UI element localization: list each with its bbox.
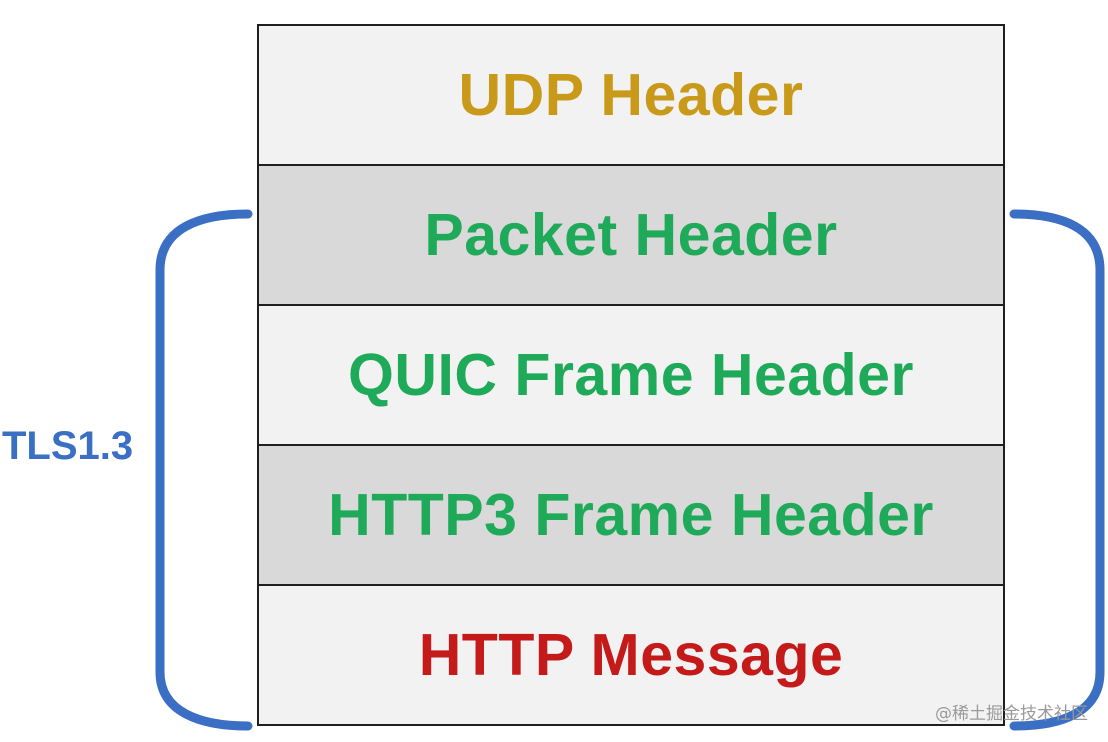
layer-quic-frame-header: QUIC Frame Header: [259, 306, 1003, 446]
layer-label: HTTP Message: [418, 622, 844, 688]
protocol-stack: UDP Header Packet Header QUIC Frame Head…: [257, 24, 1005, 726]
layer-http3-frame-header: HTTP3 Frame Header: [259, 446, 1003, 586]
layer-http-message: HTTP Message: [259, 586, 1003, 724]
layer-udp-header: UDP Header: [259, 26, 1003, 166]
right-bracket: [1009, 209, 1105, 731]
layer-label: UDP Header: [458, 62, 804, 128]
layer-label: QUIC Frame Header: [348, 342, 914, 408]
tls-label: TLS1.3: [2, 424, 134, 468]
layer-label: HTTP3 Frame Header: [328, 482, 934, 548]
watermark: @稀土掘金技术社区: [935, 704, 1088, 724]
layer-label: Packet Header: [424, 202, 838, 268]
layer-packet-header: Packet Header: [259, 166, 1003, 306]
left-bracket: [155, 209, 253, 731]
